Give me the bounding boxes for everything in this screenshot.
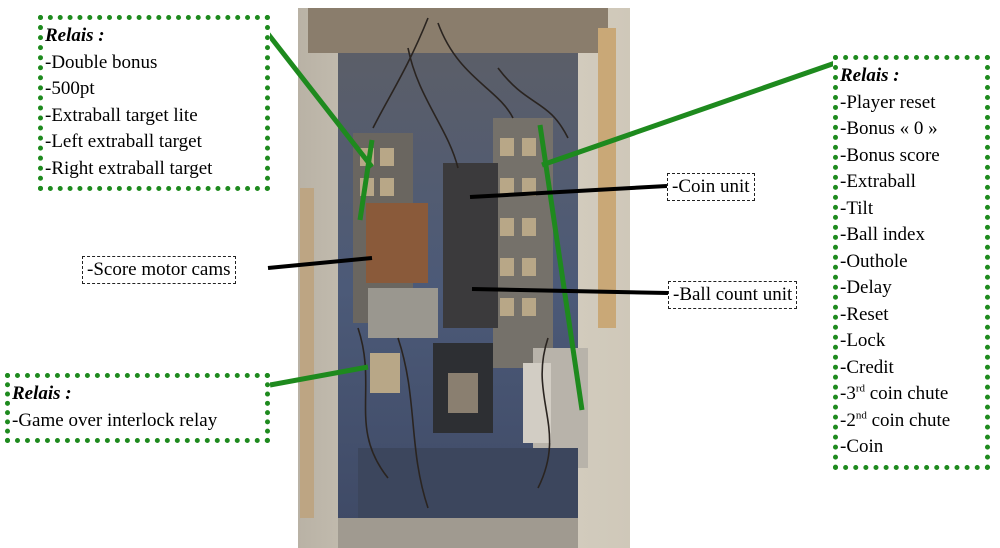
relay-item: -3rd coin chute [840, 382, 949, 404]
relay-item: -Extraball target lite [45, 104, 198, 126]
relay-item: -Tilt [840, 197, 874, 219]
relay-item: -Extraball [840, 171, 916, 192]
label-coin-unit: -Coin unit [667, 173, 755, 201]
relay-box-title: Relais : [12, 383, 72, 404]
score-motor [366, 203, 428, 283]
relay-item: -Player reset [840, 91, 936, 113]
relay-item: -Credit [840, 356, 894, 378]
coin-unit-assembly [443, 163, 498, 328]
wood-trim-left [300, 188, 314, 518]
bottom-edge [338, 518, 578, 548]
relay-item: -Left extraball target [45, 131, 202, 152]
relay-box-bottom-left: Relais : -Game over interlock relay [5, 373, 270, 443]
relay-item: -Lock [840, 330, 886, 351]
relay-box-title: Relais : [840, 65, 900, 86]
terminal-block [523, 363, 551, 443]
relay-item: -Delay [840, 277, 892, 298]
wood-trim-right [598, 28, 616, 328]
label-score-motor-cams: -Score motor cams [82, 256, 236, 284]
relay-item: -Game over interlock relay [12, 409, 218, 431]
relay-item: -Reset [840, 303, 889, 325]
relay-item: -Double bonus [45, 51, 158, 73]
mechanism-block [368, 288, 438, 338]
relay-item: -Outhole [840, 250, 908, 272]
transformer-core [448, 373, 478, 413]
relay-item: -Coin [840, 436, 884, 457]
relay-item: -Bonus score [840, 144, 940, 166]
relay-item: -Ball index [840, 224, 925, 245]
relay-box-right: Relais : -Player reset -Bonus « 0 » -Bon… [833, 55, 990, 470]
cabinet-interior-photo [298, 8, 630, 548]
cabinet-top [308, 8, 608, 53]
relay-box-top-left: Relais : -Double bonus -500pt -Extraball… [38, 15, 270, 191]
relay-box-title: Relais : [45, 25, 105, 46]
relay-item: -Right extraball target [45, 157, 213, 179]
lower-boards [358, 448, 578, 518]
label-ball-count-unit: -Ball count unit [668, 281, 798, 309]
relay-item: -500pt [45, 78, 95, 99]
relay-item: -2nd coin chute [840, 409, 951, 431]
relay-item: -Bonus « 0 » [840, 118, 938, 139]
